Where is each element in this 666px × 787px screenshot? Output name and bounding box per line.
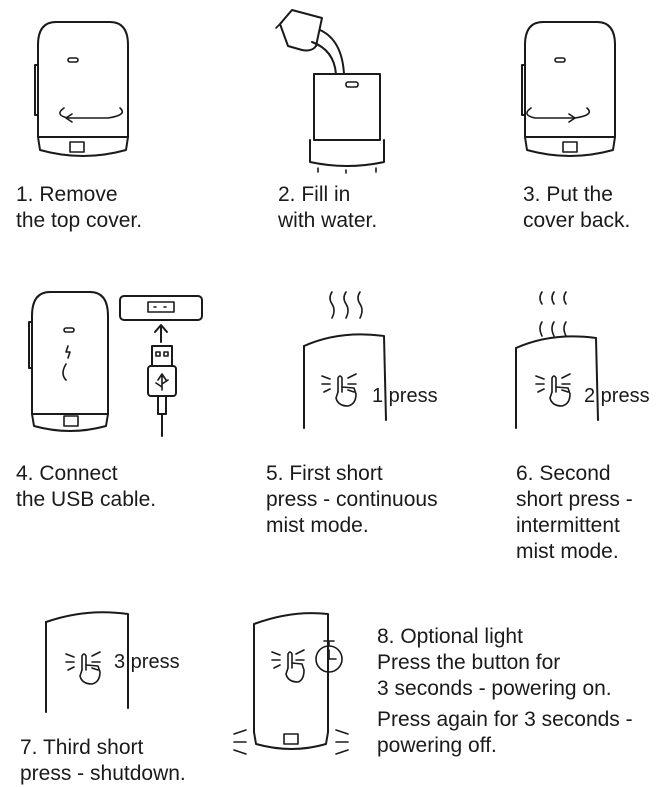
step-7-press-label: 3 press <box>114 651 180 673</box>
step-8-illustration <box>232 604 360 758</box>
step-5-line-3: mist mode. <box>266 514 369 537</box>
step-6-line-1: 6. Second <box>516 462 611 485</box>
step-2-illustration <box>272 2 392 174</box>
step-1-caption: 1. Remove the top cover. <box>16 182 142 234</box>
step-5-caption: 5. First short press - continuous mist m… <box>266 461 438 539</box>
step-8-line-2: Press the button for <box>377 651 561 674</box>
step-7-line-1: 7. Third short <box>20 736 144 759</box>
step-6-illustration <box>512 288 612 438</box>
step-7-illustration <box>40 604 140 716</box>
step-4-line-2: the USB cable. <box>16 488 157 511</box>
step-1-line-1: 1. Remove <box>16 183 118 206</box>
step-1-line-2: the top cover. <box>16 209 143 232</box>
step-6-line-3: intermittent <box>516 514 620 537</box>
step-8-line-4: Press again for 3 seconds - <box>377 708 633 731</box>
step-8-line-5: powering off. <box>377 734 497 757</box>
step-2-caption: 2. Fill in with water. <box>278 182 377 234</box>
step-5-line-1: 5. First short <box>266 462 383 485</box>
step-5-line-2: press - continuous <box>266 488 438 511</box>
step-6-line-2: short press - <box>516 488 633 511</box>
step-3-caption: 3. Put the cover back. <box>523 182 630 234</box>
step-6-press-label: 2 press <box>584 385 650 407</box>
step-4-caption: 4. Connect the USB cable. <box>16 461 156 513</box>
step-3-line-2: cover back. <box>523 209 631 232</box>
step-6-line-4: mist mode. <box>516 540 619 563</box>
step-2-line-2: with water. <box>278 209 378 232</box>
step-4-line-1: 4. Connect <box>16 462 118 485</box>
step-5-illustration <box>300 288 400 438</box>
step-8-caption: 8. Optional light Press the button for 3… <box>377 624 633 759</box>
step-2-line-1: 2. Fill in <box>278 183 351 206</box>
step-7-caption: 7. Third short press - shutdown. <box>20 735 186 787</box>
step-8-line-1: 8. Optional light <box>377 625 523 648</box>
step-7-line-2: press - shutdown. <box>20 762 186 785</box>
step-1-illustration <box>28 20 138 165</box>
step-8-line-3: 3 seconds - powering on. <box>377 677 612 700</box>
step-5-press-label: 1 press <box>372 385 438 407</box>
step-6-caption: 6. Second short press - intermittent mis… <box>516 461 633 565</box>
step-4-illustration <box>24 288 214 438</box>
step-3-illustration <box>515 20 625 165</box>
step-3-line-1: 3. Put the <box>523 183 613 206</box>
